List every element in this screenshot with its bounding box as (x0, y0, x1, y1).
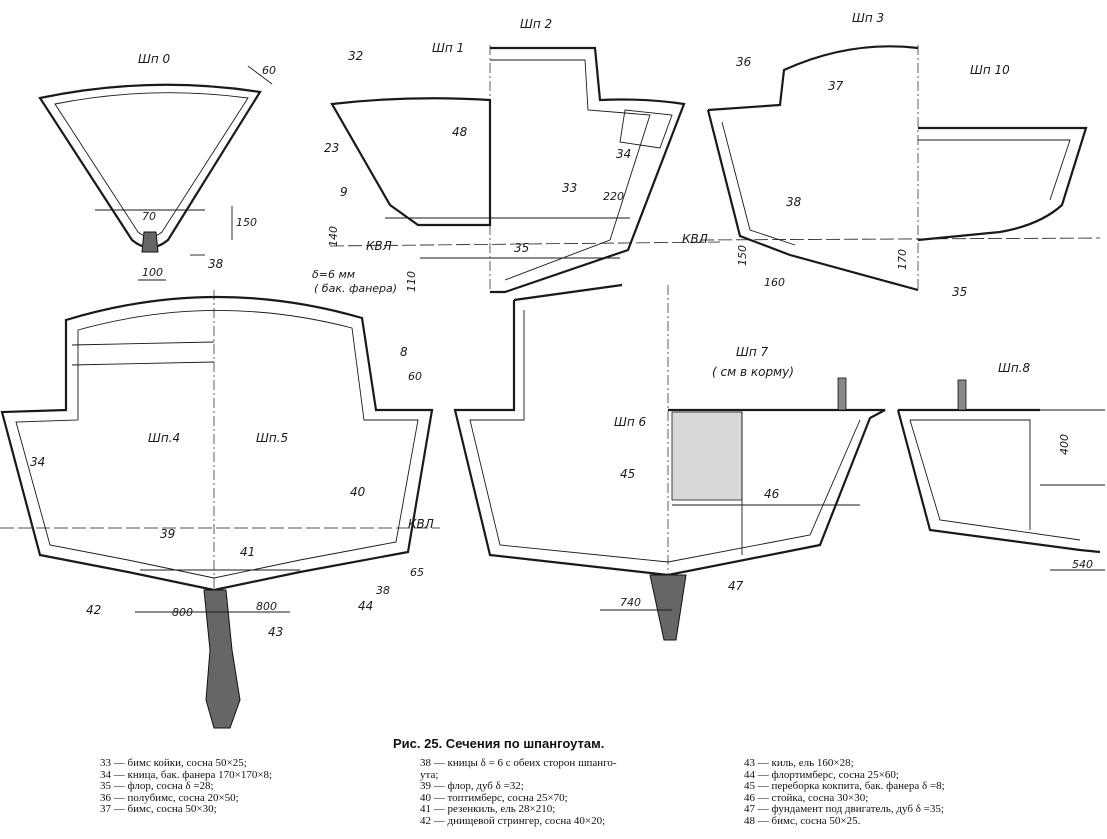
section-frame-4-5 (0, 290, 440, 729)
legend-column-1: 33 — бимс койки, сосна 50×25; 34 — кница… (100, 757, 273, 816)
label-38-f3: 38 (786, 195, 802, 209)
legend-item: 44 — флортимберс, сосна 25×60; (744, 768, 899, 781)
dim-140: 140 (327, 226, 340, 247)
frame-4-label: Шп.4 (148, 431, 180, 445)
dim-170: 170 (896, 249, 909, 270)
label-44: 44 (358, 599, 373, 613)
dim-60-f0: 60 (262, 64, 276, 77)
label-35-f2: 35 (514, 241, 529, 255)
frame-0-label: Шп 0 (138, 52, 170, 66)
dim-800-right: 800 (256, 600, 277, 613)
legend-item: 33 — бимс койки, сосна 50×25; (100, 757, 247, 769)
label-47: 47 (728, 579, 744, 593)
dim-150-f0: 150 (236, 216, 257, 229)
legend-item: ута; (420, 768, 439, 781)
label-43: 43 (268, 625, 283, 639)
dim-60-f5: 60 (408, 370, 422, 383)
label-34-f2: 34 (616, 147, 631, 161)
frame-6-label: Шп 6 (614, 415, 646, 429)
legend-item: 39 — флор, дуб δ =32; (420, 780, 524, 792)
legend-item: 34 — кница, бак. фанера 170×170×8; (100, 768, 273, 781)
plywood-note-1: δ=6 мм (312, 268, 355, 281)
section-frame-1-2 (329, 45, 721, 294)
legend-item: 47 — фундамент под двигатель, дуб δ =35; (744, 803, 944, 815)
legend-item: 37 — бимс, сосна 50×30; (100, 803, 217, 815)
legend-item: 42 — днищевой стрингер, сосна 40×20; (420, 814, 606, 827)
legend-item: 46 — стойка, сосна 30×30; (744, 791, 869, 804)
legend-item: 45 — переборка кокпита, бак. фанера δ =8… (744, 780, 945, 792)
section-frame-8 (896, 379, 1105, 571)
label-37: 37 (828, 79, 844, 93)
legend-item: 38 — кницы δ = 6 с обеих сторон шпанго- (420, 757, 617, 769)
waterline-f2: КВЛ (682, 232, 708, 246)
label-39: 39 (160, 527, 175, 541)
label-38-f0: 38 (208, 257, 224, 271)
frame-2-label: Шп 2 (520, 17, 552, 31)
dim-740: 740 (620, 596, 641, 609)
legend-item: 40 — топтимберс, сосна 25×70; (420, 791, 568, 804)
dim-400: 400 (1058, 434, 1071, 455)
label-35-f3: 35 (952, 285, 967, 299)
frame-8-label: Шп.8 (998, 361, 1030, 375)
dim-220: 220 (603, 190, 624, 203)
frame-3-label: Шп 3 (852, 11, 884, 25)
legend-item: 35 — флор, сосна δ =28; (100, 780, 214, 792)
waterline-f5: КВЛ (408, 517, 434, 531)
dim-150-f3: 150 (736, 245, 749, 266)
label-8: 8 (400, 345, 408, 359)
frame-1-label: Шп 1 (432, 41, 464, 55)
legend-item: 48 — бимс, сосна 50×25. (744, 814, 861, 827)
label-40: 40 (350, 485, 366, 499)
legend-column-2: 38 — кницы δ = 6 с обеих сторон шпанго- … (420, 757, 617, 827)
legend-item: 36 — полубимс, сосна 20×50; (100, 791, 239, 804)
frame-7-label: Шп 7 (736, 345, 768, 359)
dim-800-left: 800 (172, 606, 193, 619)
label-42: 42 (86, 603, 101, 617)
plywood-note-2: ( бак. фанера) (314, 282, 397, 295)
dim-110: 110 (405, 271, 418, 292)
waterline-f1: КВЛ (366, 239, 392, 253)
frame-5-label: Шп.5 (256, 431, 288, 445)
label-23: 23 (324, 141, 339, 155)
legend-item: 43 — киль, ель 160×28; (744, 757, 854, 769)
label-46: 46 (764, 487, 780, 501)
dim-38: 38 (376, 584, 390, 597)
label-48: 48 (452, 125, 468, 139)
dim-540: 540 (1072, 558, 1093, 571)
label-36: 36 (736, 55, 752, 69)
section-frame-0 (38, 65, 273, 281)
legend-item: 41 — резенкиль, ель 28×210; (420, 803, 556, 815)
section-frame-6-7 (453, 283, 886, 641)
frame-7-note: ( см в корму) (712, 365, 794, 379)
section-frame-3-10 (699, 45, 1101, 292)
label-9: 9 (340, 185, 348, 199)
frame-10-label: Шп 10 (970, 63, 1010, 77)
dim-100: 100 (142, 266, 163, 279)
label-34-f4: 34 (30, 455, 45, 469)
figure-caption: Рис. 25. Сечения по шпангоутам. (393, 736, 605, 751)
dim-65: 65 (410, 566, 424, 579)
label-41: 41 (240, 545, 255, 559)
label-33: 33 (562, 181, 577, 195)
dim-70: 70 (142, 210, 156, 223)
dim-160: 160 (764, 276, 785, 289)
label-32: 32 (348, 49, 363, 63)
legend-column-3: 43 — киль, ель 160×28; 44 — флортимберс,… (744, 757, 945, 827)
label-45: 45 (620, 467, 635, 481)
